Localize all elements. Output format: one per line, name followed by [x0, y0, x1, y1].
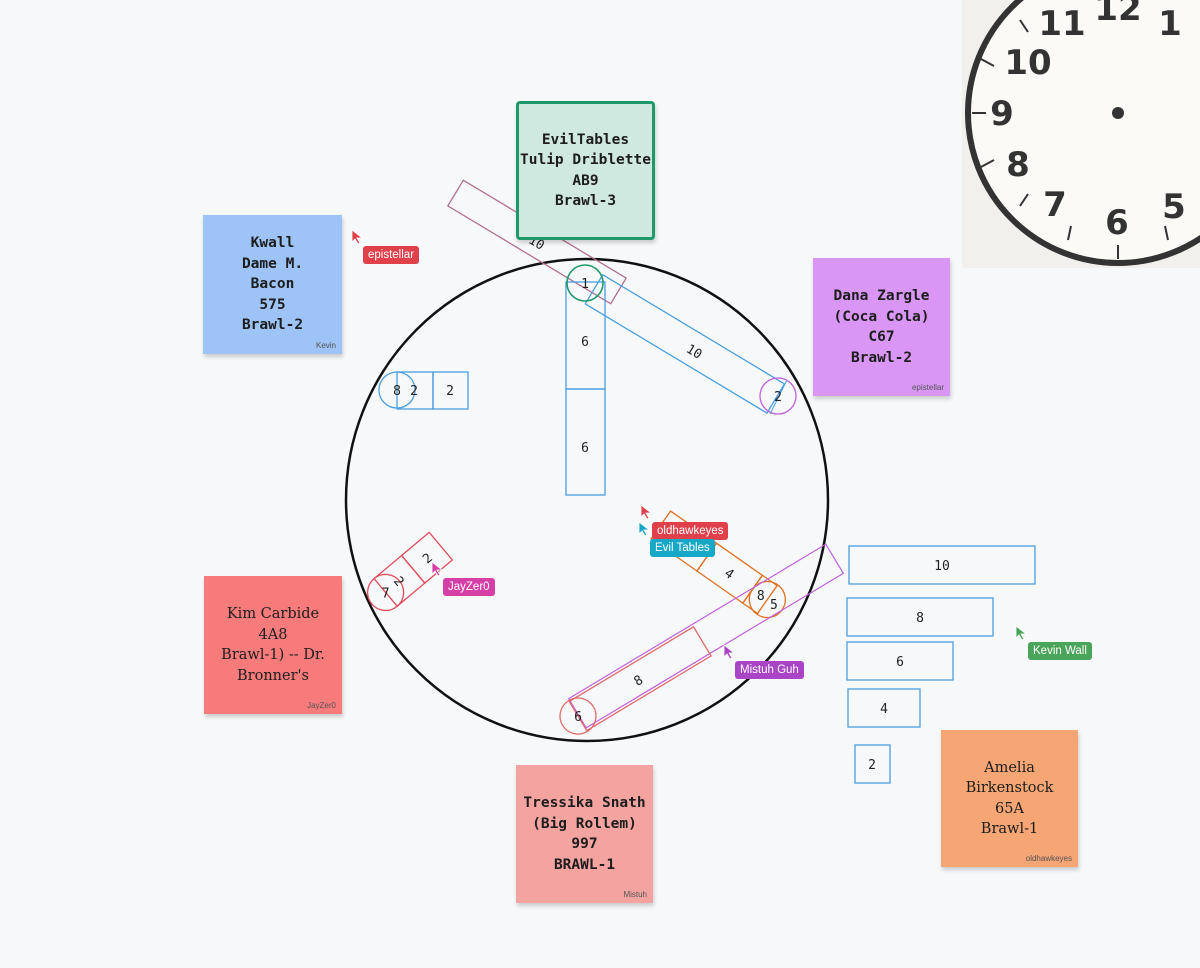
legend-label-4: 4 — [880, 702, 888, 717]
cursor-pointer-kevin-wall — [1015, 625, 1028, 641]
legend-box-10[interactable]: 10 — [848, 545, 1036, 585]
sticky-kim-carbide-text: Kim Carbide 4A8 Brawl-1) -- Dr. Bronner'… — [221, 606, 325, 684]
clock-number-12: 12 — [1094, 0, 1141, 29]
legend-box-8[interactable]: 8 — [846, 597, 994, 637]
bar-bottom-label: 9 — [581, 438, 589, 453]
cursor-tag-evil-tables: Evil Tables — [650, 539, 715, 557]
cursor-tag-oldhawkeyes: oldhawkeyes — [652, 522, 729, 540]
orange-circle-label: 5 — [770, 598, 778, 613]
clock-center-dot — [1112, 107, 1124, 119]
left-box-a-label: 2 — [410, 384, 418, 399]
clock-number-5: 5 — [1162, 187, 1186, 227]
sticky-kwall-author: Kevin — [315, 341, 336, 350]
sticky-tressika-snath[interactable]: Tressika Snath (Big Rollem) 997 BRAWL-1 … — [516, 765, 653, 903]
blue-bar-10[interactable]: 10 — [584, 273, 786, 414]
purple-piece-label: 2 — [774, 390, 782, 405]
cursor-pointer-jayzer0 — [431, 561, 444, 577]
sticky-kim-carbide[interactable]: Kim Carbide 4A8 Brawl-1) -- Dr. Bronner'… — [204, 576, 342, 714]
sticky-kwall[interactable]: Kwall Dame M. Bacon 575 Brawl-2 Kevin — [203, 215, 342, 354]
clock-number-7: 7 — [1043, 185, 1067, 225]
sticky-dana-zargle-text: Dana Zargle (Coca Cola) C67 Brawl-2 — [833, 288, 930, 366]
clock-number-9: 9 — [990, 94, 1014, 134]
sticky-amelia-birkenstock-author: oldhawkeyes — [1025, 854, 1072, 863]
red-bottom-circle-label: 6 — [574, 710, 582, 725]
blue-left-group[interactable]: 8 2 2 — [378, 371, 469, 410]
clock-number-1: 1 — [1158, 4, 1182, 44]
legend-box-2[interactable]: 2 — [854, 744, 891, 784]
clock-image[interactable]: 11 12 1 10 9 8 7 6 5 — [962, 0, 1200, 268]
orange-box-b-label: 8 — [757, 589, 765, 604]
clock-number-10: 10 — [1004, 43, 1051, 83]
sticky-eviltables-text: EvilTables Tulip Driblette AB9 Brawl-3 — [520, 131, 651, 210]
cursor-pointer-oldhawkeyes — [640, 504, 653, 520]
cursor-tag-epistellar: epistellar — [363, 246, 420, 264]
legend-label-2: 2 — [868, 758, 876, 773]
bar-top-label: 9 — [581, 332, 589, 347]
big-clock-circle[interactable] — [344, 257, 830, 743]
sticky-kwall-text: Kwall Dame M. Bacon 575 Brawl-2 — [241, 235, 304, 334]
sticky-tressika-snath-text: Tressika Snath (Big Rollem) 997 BRAWL-1 — [523, 795, 646, 873]
cursor-pointer-epistellar — [351, 229, 364, 245]
sticky-dana-zargle[interactable]: Dana Zargle (Coca Cola) C67 Brawl-2 epis… — [813, 258, 950, 396]
legend-label-6: 6 — [896, 655, 904, 670]
green-piece-label: 1 — [581, 277, 589, 292]
cursor-pointer-evil-tables — [638, 521, 651, 537]
left-circle-label: 8 — [393, 384, 401, 399]
sticky-dana-zargle-author: epistellar — [911, 383, 944, 392]
legend-label-10: 10 — [934, 559, 950, 574]
clock-number-8: 8 — [1006, 145, 1030, 185]
orange-box-label: 4 — [721, 566, 736, 583]
sticky-kim-carbide-author: JayZer0 — [307, 701, 336, 710]
sticky-amelia-birkenstock[interactable]: Amelia Birkenstock 65A Brawl-1 oldhawkey… — [941, 730, 1078, 867]
blue-vertical-bars[interactable]: 9 9 — [565, 281, 606, 496]
legend-label-8: 8 — [916, 611, 924, 626]
cursor-tag-jayzer0: JayZer0 — [443, 578, 495, 596]
cursor-tag-kevin-wall: Kevin Wall — [1028, 642, 1092, 660]
green-piece-1[interactable]: 1 — [566, 264, 604, 302]
magenta-long-bar[interactable] — [567, 543, 845, 729]
clock-number-11: 11 — [1038, 4, 1085, 44]
sticky-eviltables[interactable]: EvilTables Tulip Driblette AB9 Brawl-3 — [516, 101, 655, 240]
clock-number-6: 6 — [1105, 203, 1129, 243]
red-bottom-bar-label: 8 — [632, 673, 646, 690]
left-box-b-label: 2 — [446, 384, 454, 399]
blue-bar-label: 10 — [683, 342, 704, 363]
legend-box-4[interactable]: 4 — [847, 688, 921, 728]
sticky-tressika-snath-author: Mistuh — [623, 890, 647, 899]
sticky-amelia-birkenstock-text: Amelia Birkenstock 65A Brawl-1 — [965, 759, 1054, 838]
red-bottom-bar[interactable]: 8 6 — [553, 625, 712, 741]
purple-piece-2[interactable]: 2 — [759, 377, 797, 415]
cursor-tag-mistuh-guh: Mistuh Guh — [735, 661, 804, 679]
cursor-pointer-mistuh-guh — [723, 644, 736, 660]
red-circle-label: 7 — [382, 586, 390, 601]
legend-box-6[interactable]: 6 — [846, 641, 954, 681]
